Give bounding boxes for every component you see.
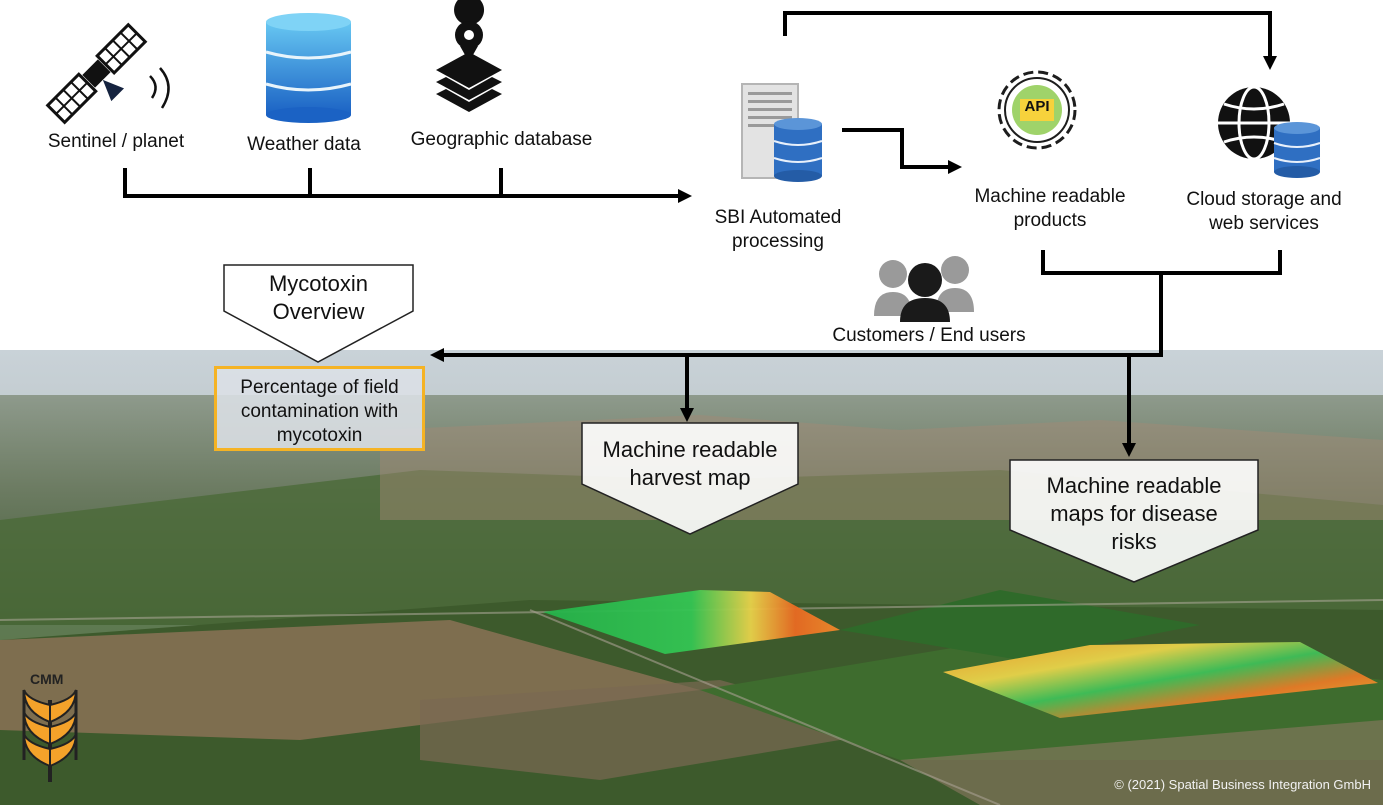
harvest-callout: Machine readable harvest map: [602, 437, 778, 490]
products-label: Machine readable products: [974, 186, 1126, 231]
contamination-box: Percentage of field contamination with m…: [214, 366, 425, 451]
satellite-icon: [45, 22, 148, 125]
aerial-landscape-image: [0, 350, 1383, 805]
distribution-arrow: [442, 250, 1282, 445]
weather-database-icon: [265, 13, 352, 123]
geographic-layers-icon: [436, 0, 502, 112]
customers-label: Customers / End users: [832, 325, 1026, 346]
api-badge: API: [1024, 98, 1050, 115]
disease-map-overlay: [943, 642, 1378, 718]
disease-callout: Machine readable maps for disease risks: [1046, 473, 1222, 554]
server-icon: [741, 83, 823, 182]
mycotoxin-callout-shape: [223, 264, 414, 363]
signal-wave-icon: [149, 75, 157, 99]
cmm-logo-icon: [22, 689, 78, 782]
copyright-credit: © (2021) Spatial Business Integration Gm…: [1114, 777, 1371, 792]
arrowhead: [678, 189, 692, 203]
arrowhead: [948, 160, 962, 174]
cloud-label: Cloud storage and web services: [1186, 189, 1342, 234]
harvest-map-overlay: [543, 590, 840, 654]
geo-database-label: Geographic database: [410, 129, 593, 150]
mycotoxin-callout: Mycotoxin Overview: [268, 271, 369, 324]
arrowhead: [430, 348, 444, 362]
disease-callout-shape: [1009, 459, 1259, 583]
cmm-logo-text: CMM: [30, 671, 64, 687]
weather-label: Weather data: [247, 134, 361, 155]
signal-wave-icon: [159, 67, 170, 109]
satellite-label: Sentinel / planet: [47, 131, 185, 152]
arrowhead: [1122, 443, 1136, 457]
harvest-callout-shape: [581, 422, 799, 535]
arrowhead: [1263, 56, 1277, 70]
api-gear-icon: [997, 70, 1077, 150]
processing-to-products-arrow: [842, 128, 950, 169]
arrowhead: [680, 408, 694, 422]
users-icon: [874, 256, 974, 322]
source-collector-arrow: [123, 168, 680, 198]
top-loop-arrow: [783, 11, 1272, 58]
processing-label: SBI Automated processing: [714, 207, 842, 252]
globe-database-icon: [1218, 85, 1321, 178]
